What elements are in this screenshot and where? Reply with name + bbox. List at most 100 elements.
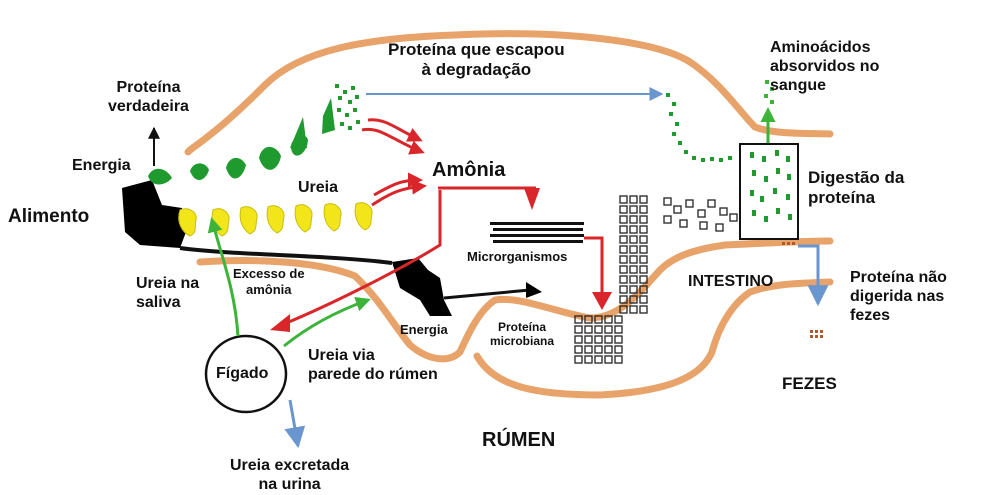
label-microbial-protein: Proteína microbiana: [490, 320, 555, 349]
label-rumen: RÚMEN: [482, 429, 556, 451]
microbe-cell: [604, 355, 613, 364]
microbe-cell: [629, 205, 638, 214]
microbes-to-protein-line: [584, 236, 604, 298]
microbe-cell: [614, 345, 623, 354]
rumen-upper-wall: [186, 30, 834, 154]
microbe-cell: [614, 355, 623, 364]
label-liver: Fígado: [216, 365, 269, 382]
microbe-cell: [639, 245, 648, 254]
microbe-cell: [614, 315, 623, 324]
microbe-cell: [639, 235, 648, 244]
microbe-cell: [604, 335, 613, 344]
microbe-cell: [629, 255, 638, 264]
label-food: Alimento: [8, 206, 90, 227]
label-energy-top: Energia: [72, 157, 131, 174]
microbe-cell: [584, 345, 593, 354]
label-excess-ammonia: Excesso de amônia: [233, 266, 305, 297]
food-block: [122, 180, 186, 248]
microbe-cell: [699, 221, 708, 230]
microbe-cell: [629, 245, 638, 254]
undigested-arrow: [798, 244, 829, 307]
microbe-cell: [619, 275, 628, 284]
label-true-protein: Proteína verdadeira: [108, 79, 189, 116]
microbe-cell: [619, 225, 628, 234]
microbe-cell: [715, 223, 724, 232]
microbe-cell: [604, 345, 613, 354]
protein-particles: [148, 98, 335, 185]
rumen-energy-block: [392, 258, 452, 316]
microbe-cell: [604, 315, 613, 324]
microbe-cell: [619, 215, 628, 224]
microbe-cell: [639, 225, 648, 234]
microbe-cell: [639, 305, 648, 314]
microbe-cell: [594, 325, 603, 334]
microbe-cell: [604, 325, 613, 334]
gut-wall: [184, 30, 834, 399]
label-protein-digestion: Digestão da proteína: [808, 168, 905, 208]
feces-icon: [810, 330, 823, 338]
microbe-cell: [639, 275, 648, 284]
microbe-cell: [614, 335, 623, 344]
microbe-cell: [639, 285, 648, 294]
label-urea-saliva: Ureia na saliva: [136, 275, 200, 312]
microbe-cell: [629, 235, 638, 244]
microbe-cell: [629, 215, 638, 224]
liver: [204, 334, 288, 414]
excess-ammonia-arrow: [283, 190, 442, 326]
microorganisms-band: [490, 222, 584, 243]
escaped-protein-dots: [335, 84, 732, 162]
label-intestine: INTESTINO: [688, 273, 774, 290]
microbe-cell: [574, 325, 583, 334]
microbe-cell: [629, 305, 638, 314]
microbe-cell: [594, 345, 603, 354]
microbe-cell: [574, 335, 583, 344]
microbe-cell: [619, 255, 628, 264]
energy-band: [179, 246, 393, 265]
microbe-cell: [629, 225, 638, 234]
microbe-cell: [594, 335, 603, 344]
digestion-brown-dots: [782, 242, 795, 245]
rumen-wall-left-inner: [184, 146, 194, 156]
microbe-cell: [619, 195, 628, 204]
microbe-cell: [663, 215, 672, 224]
microbe-cell: [614, 325, 623, 334]
microbe-cell: [639, 295, 648, 304]
ammonia-arrows: [361, 118, 427, 207]
label-aminoacids: Aminoácidos absorvidos no sangue: [770, 39, 880, 95]
digestion-dots: [750, 150, 792, 222]
microbe-cells: [574, 195, 738, 364]
microbe-cell: [619, 285, 628, 294]
label-energy-rumen: Energia: [400, 322, 448, 337]
microbe-cell: [629, 275, 638, 284]
microbe-cell: [629, 195, 638, 204]
excess-ammonia-head: [270, 314, 290, 332]
microbe-cell: [685, 199, 694, 208]
label-urea-wall: Ureia via parede do rúmen: [308, 347, 438, 384]
microbe-cell: [719, 207, 728, 216]
microbe-cell: [584, 315, 593, 324]
microbe-cell: [619, 205, 628, 214]
rumen-lower-wall: [196, 237, 834, 363]
microbes-to-protein-head: [592, 292, 612, 310]
digestion-box: [739, 143, 799, 240]
microbe-cell: [629, 295, 638, 304]
microbe-cell: [663, 197, 672, 206]
microbe-cell: [574, 345, 583, 354]
microbe-cell: [707, 199, 716, 208]
energy-to-microbes-line: [443, 288, 531, 300]
urea-particles: [178, 202, 373, 237]
rumen-bottom-wall: [473, 278, 834, 399]
microbe-cell: [639, 215, 648, 224]
urine-arrow: [284, 399, 306, 449]
label-urea: Ureia: [298, 179, 339, 196]
urea-saliva-arrow: [207, 217, 240, 337]
microbe-cell: [574, 355, 583, 364]
microbe-cell: [619, 265, 628, 274]
microbe-cell: [584, 335, 593, 344]
label-ammonia: Amônia: [432, 159, 506, 181]
label-escaped-protein: Proteína que escapou à degradação: [388, 40, 565, 80]
green-dots-absorbed: [764, 80, 774, 104]
microbe-cell: [594, 315, 603, 324]
microbe-cell: [619, 305, 628, 314]
